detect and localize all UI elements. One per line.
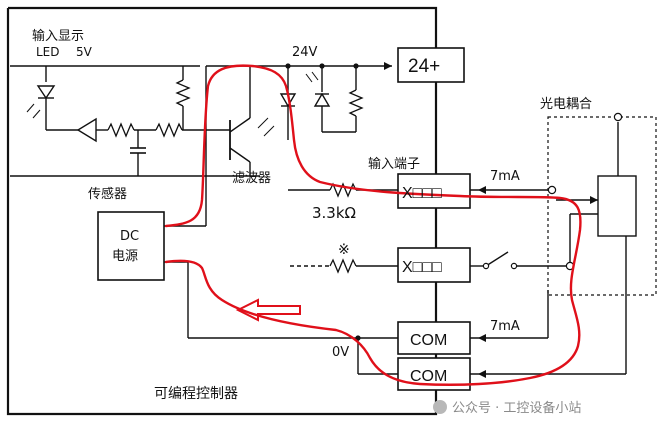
terminal-x-top	[397, 173, 471, 209]
junction-dot	[353, 63, 359, 69]
dc-label-line2: 电源	[112, 249, 138, 264]
arrow-to-24plus-icon	[384, 62, 392, 70]
watermark-text: 公众号 · 工控设备小站	[452, 400, 581, 416]
junction-dot	[285, 63, 291, 69]
label-sensor: 传感器	[88, 186, 127, 202]
pc-terminal	[547, 185, 557, 195]
label-note-mark: ※	[338, 242, 350, 258]
watermark-logo-icon	[433, 400, 447, 414]
resistor-2-icon	[155, 122, 183, 138]
current-arrow-com-icon	[478, 334, 486, 342]
terminal-com-top	[397, 321, 471, 355]
pc-terminal	[613, 112, 623, 122]
terminal-com-bottom-text: COM	[410, 368, 447, 385]
terminal-24plus	[397, 47, 465, 83]
current-arrow-top-icon	[478, 186, 486, 194]
zener-emit-2	[311, 71, 319, 81]
label-5v: 5V	[76, 45, 93, 59]
terminal-com-top-text: COM	[410, 332, 447, 349]
label-resistor-value: 3.3kΩ	[312, 204, 356, 222]
switch-terminal	[482, 262, 490, 270]
phototransistor-collector	[229, 117, 251, 133]
terminal-x-mid-text: X□□□	[402, 259, 442, 276]
label-filter: 滤波器	[232, 171, 271, 186]
photocoupler-dashed-box	[547, 116, 657, 296]
dc-label-line1: DC	[120, 229, 139, 244]
label-24v: 24V	[292, 45, 318, 60]
junction-dot	[355, 335, 361, 341]
label-input-terminal: 输入端子	[368, 156, 420, 172]
current-path-red	[164, 64, 582, 386]
label-input-display: 输入显示	[32, 28, 84, 44]
red-direction-arrow-icon	[235, 298, 301, 322]
switch-contact-icon	[485, 251, 509, 267]
resistor-1-icon	[107, 122, 135, 138]
resistor-input2-icon	[329, 258, 357, 274]
amplifier-icon	[76, 117, 97, 143]
light-arrow-1	[257, 117, 269, 129]
resistor-pullup-icon	[175, 79, 191, 107]
current-arrow-com-bottom-icon	[478, 370, 486, 378]
zener-diode-icon	[313, 92, 331, 107]
led-emit-arrow-2	[32, 109, 41, 119]
terminal-24plus-text: 24+	[408, 56, 440, 77]
label-plc: 可编程控制器	[154, 386, 238, 402]
terminal-x-top-text: X□□□	[402, 185, 442, 202]
zener-emit-1	[305, 73, 313, 83]
label-photocoupler: 光电耦合	[540, 97, 592, 112]
led-diode-icon	[36, 85, 56, 100]
photocoupler-element	[597, 175, 637, 237]
terminal-x-mid	[397, 247, 471, 283]
junction-dot	[319, 63, 325, 69]
pc-arrow-icon	[590, 196, 598, 204]
led-emit-arrow-1	[26, 103, 35, 113]
label-led: LED	[36, 45, 60, 59]
light-arrow-2	[263, 125, 275, 137]
plc-frame	[6, 6, 438, 416]
switch-terminal	[510, 262, 518, 270]
label-0v: 0V	[332, 345, 349, 360]
phototransistor-emitter	[229, 147, 251, 163]
dc-power-box	[97, 211, 165, 281]
label-current-top: 7mA	[490, 169, 520, 184]
label-current-com: 7mA	[490, 319, 520, 334]
resistor-3-icon	[348, 89, 364, 117]
